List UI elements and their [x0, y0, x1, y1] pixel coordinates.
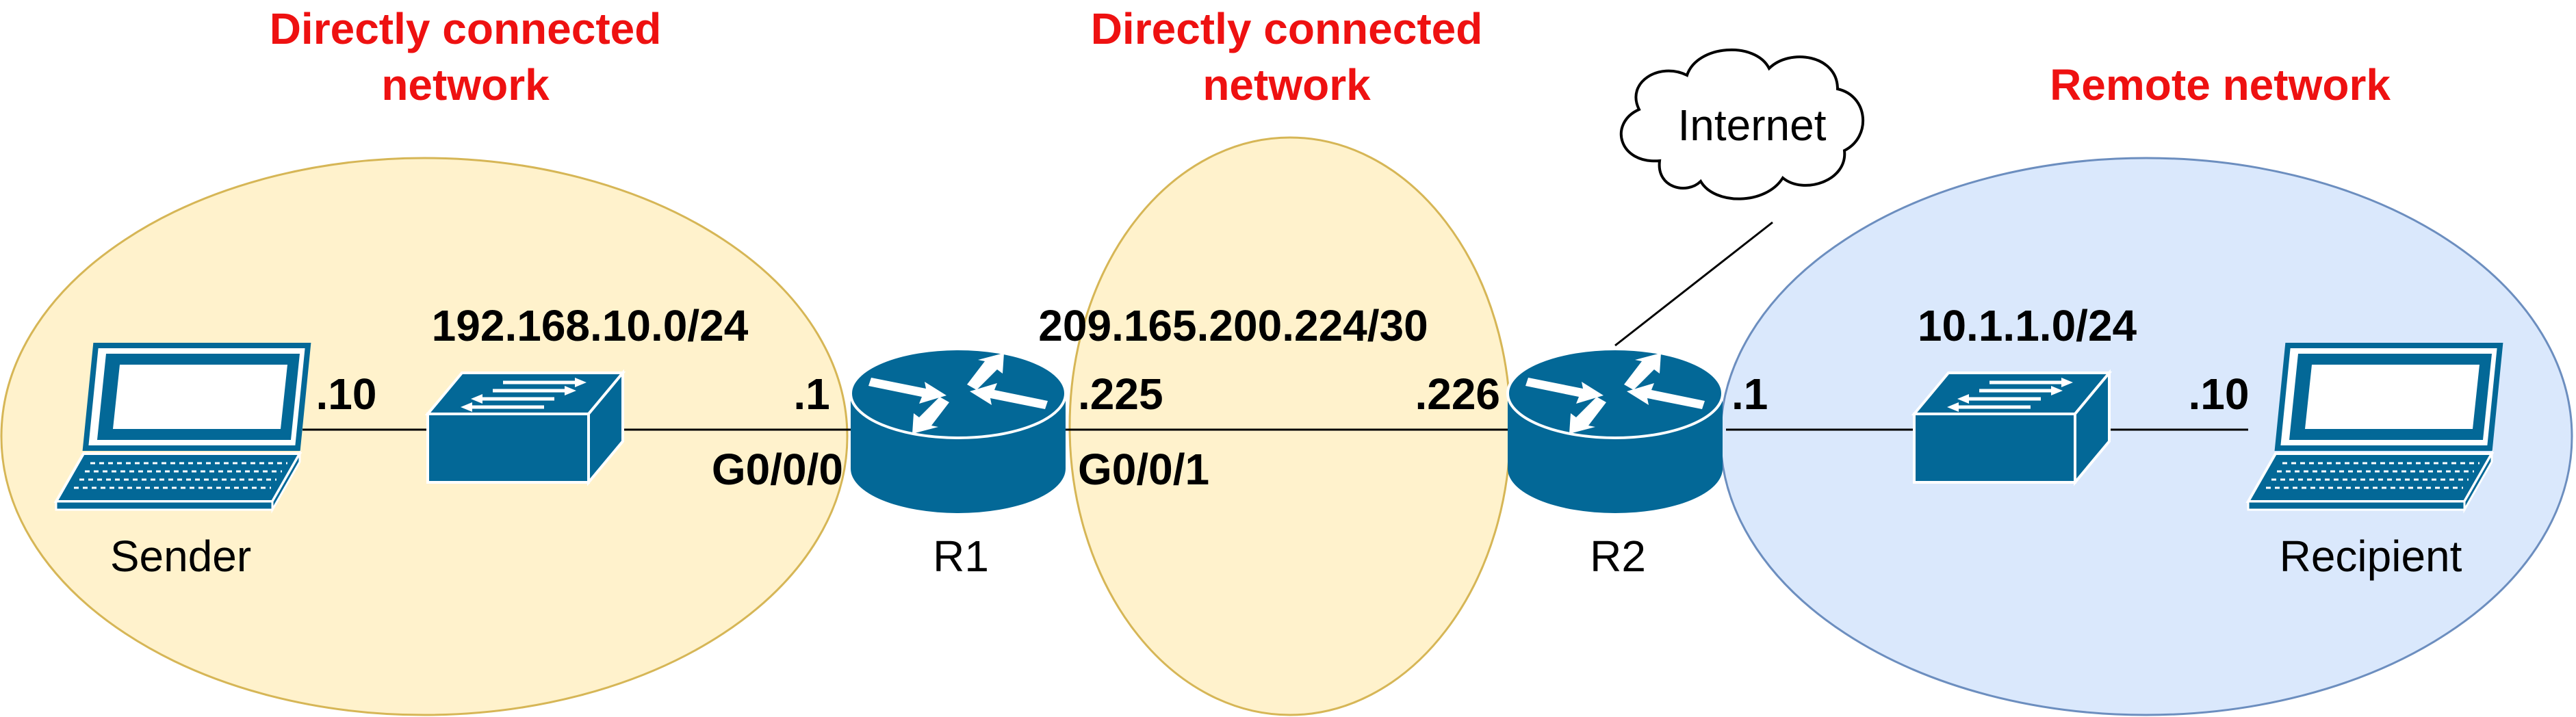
r2-label: R2: [1590, 532, 1646, 581]
r1-left-host-address: .1: [793, 369, 829, 419]
left-network-zone: [0, 157, 849, 716]
right-heading: Remote network: [2050, 60, 2391, 109]
sender-laptop-icon[interactable]: [56, 346, 308, 510]
link-r2-internet: [1614, 221, 1773, 347]
middle-heading-line2: network: [1202, 60, 1371, 109]
recipient-label: Recipient: [2280, 532, 2462, 581]
r2-right-host-address: .1: [1731, 369, 1768, 419]
r2-left-host-address: .226: [1415, 369, 1500, 419]
right-switch-icon[interactable]: [1914, 373, 2109, 482]
left-switch-icon[interactable]: [428, 373, 623, 482]
r2-router-icon[interactable]: [1506, 348, 1724, 514]
left-heading-line2: network: [381, 60, 550, 109]
recipient-laptop-icon[interactable]: [2248, 346, 2500, 510]
recipient-host-address: .10: [2189, 369, 2250, 419]
middle-network-zone: [1068, 136, 1512, 716]
r1-right-interface: G0/0/1: [1078, 445, 1209, 494]
r1-label: R1: [933, 532, 989, 581]
sender-label: Sender: [110, 532, 251, 581]
middle-heading-line1: Directly connected: [1091, 4, 1483, 53]
r1-router-icon[interactable]: [849, 348, 1067, 514]
left-heading-line1: Directly connected: [270, 4, 662, 53]
right-network-address: 10.1.1.0/24: [1918, 301, 2137, 350]
r1-left-interface: G0/0/0: [712, 445, 843, 494]
middle-network-address: 209.165.200.224/30: [1038, 301, 1428, 350]
sender-host-address: .10: [316, 369, 377, 419]
left-network-address: 192.168.10.0/24: [432, 301, 749, 350]
r1-right-host-address: .225: [1078, 369, 1163, 419]
internet-label: Internet: [1677, 101, 1826, 150]
